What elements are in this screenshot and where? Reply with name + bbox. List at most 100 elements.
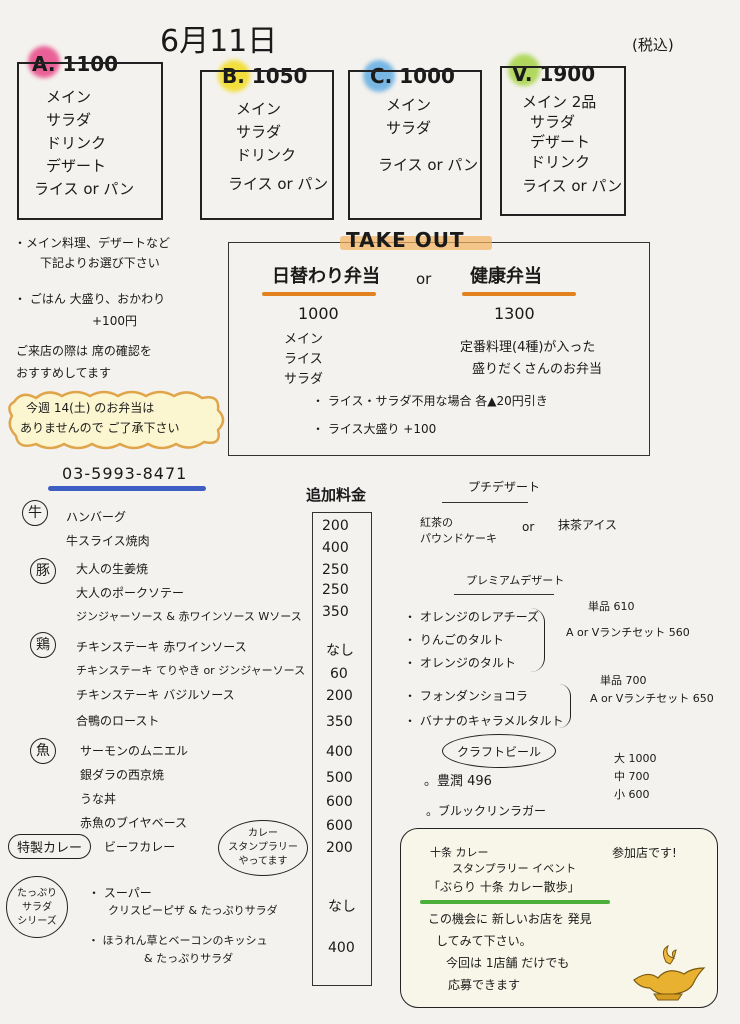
- list-item: ・ りんごのタルト: [404, 633, 504, 647]
- takeout-title: TAKE OUT: [346, 228, 465, 252]
- event-title: 「ぶらり 十条 カレー散歩」: [428, 880, 580, 894]
- menu-item-name: うな丼: [80, 792, 117, 806]
- salad2-name: ・ ほうれん草とベーコンのキッシュ: [88, 934, 268, 947]
- list-item: サラダ: [284, 372, 324, 387]
- list-item: サラダ: [530, 113, 576, 131]
- menu-item-fee: 600: [326, 794, 353, 810]
- bento1-name: 日替わり弁当: [272, 266, 380, 287]
- list-item: メイン: [386, 96, 432, 114]
- bento2-price: 1300: [494, 304, 535, 323]
- menu-item-name: チキンステーキ てりやき or ジンジャーソース: [76, 664, 306, 677]
- set-b-label: B. 1050: [222, 64, 308, 88]
- list-item: メイン: [46, 88, 92, 106]
- takeout-option-1: ・ ライス・サラダ不用な場合 各▲20円引き: [312, 394, 548, 408]
- salad2-name-2: & たっぷりサラダ: [144, 952, 234, 965]
- salad1-name-2: クリスピーピザ & たっぷりサラダ: [108, 904, 278, 917]
- list-item: ライス or パン: [228, 175, 329, 193]
- bento2-desc-1: 定番料理(4種)が入った: [460, 340, 596, 355]
- takeout-or: or: [416, 270, 432, 288]
- petit-item-1b: パウンドケーキ: [420, 532, 497, 545]
- list-item: ・ オレンジのレアチーズ: [404, 610, 539, 624]
- event-joining: 参加店です!: [612, 846, 677, 860]
- petit-dessert-title: プチデザート: [468, 480, 541, 494]
- list-item: ・ オレンジのタルト: [404, 656, 516, 670]
- list-item: デザート: [46, 157, 107, 175]
- list-item: メイン 2品: [522, 93, 597, 111]
- list-item: サラダ: [46, 111, 92, 129]
- set-c-items: メイン サラダ ライス or パン: [378, 94, 478, 177]
- menu-item-fee: 500: [326, 770, 353, 786]
- menu-item-name: 銀ダラの西京焼: [80, 768, 165, 782]
- event-line-7: 応募できます: [448, 978, 521, 992]
- list-item: ライス: [284, 352, 323, 367]
- fee-column: [312, 512, 372, 986]
- list-item: ドリンク: [530, 153, 591, 171]
- list-item: ドリンク: [236, 146, 297, 164]
- takeout-option-2: ・ ライス大盛り +100: [312, 422, 437, 436]
- menu-item-fee: なし: [328, 899, 356, 915]
- menu-item-name: チキンステーキ 赤ワインソース: [76, 640, 247, 654]
- badge-pork: 豚: [30, 558, 56, 584]
- salad-badge-line: サラダ: [22, 902, 52, 913]
- menu-item-fee: 400: [328, 940, 355, 956]
- list-item: メイン: [236, 100, 282, 118]
- craft-beer-title-text: クラフトビール: [456, 745, 541, 759]
- premium-group-2: ・ フォンダンショコラ ・ バナナのキャラメルタルト: [404, 684, 563, 734]
- set-c-box: [348, 70, 482, 220]
- craft-beer-title: クラフトビール: [442, 734, 556, 768]
- group1-set-price: A or Vランチセット 560: [566, 626, 690, 639]
- group2-bracket: [558, 684, 571, 728]
- menu-item-name: ビーフカレー: [104, 840, 176, 854]
- set-c-color-dot: [363, 60, 395, 92]
- badge-curry: 特製カレー: [8, 834, 92, 859]
- menu-item-fee: なし: [326, 643, 354, 659]
- fee-header: 追加料金: [306, 486, 367, 504]
- menu-item-name: 大人のポークソテー: [76, 586, 185, 600]
- menu-item-fee: 250: [322, 582, 349, 598]
- menu-item-name: ジンジャーソース & 赤ワインソース Wソース: [76, 610, 302, 623]
- set-a-items: メイン サラダ ドリンク デザート ライス or パン: [34, 86, 134, 201]
- phone-number: 03-5993-8471: [62, 464, 188, 483]
- bento2-name: 健康弁当: [470, 266, 542, 287]
- curry-bubble-line: カレー: [248, 828, 278, 839]
- list-item: メイン: [284, 332, 324, 347]
- curry-bubble-line: スタンプラリー: [228, 842, 298, 853]
- set-c-label: C. 1000: [370, 64, 455, 88]
- event-line-5: してみて下さい。: [436, 934, 532, 948]
- phone-underline: [48, 486, 206, 491]
- menu-item-name: 赤魚のブイヤベース: [80, 816, 188, 830]
- set-v-box: [500, 66, 626, 216]
- list-item: サラダ: [236, 123, 282, 141]
- premium-dessert-underline: [454, 594, 554, 595]
- group1-single-price: 単品 610: [588, 600, 635, 613]
- list-item: ドリンク: [46, 134, 107, 152]
- event-title-underline: [420, 900, 610, 904]
- set-b-color-dot: [218, 60, 250, 92]
- magic-lamp-icon: [633, 944, 706, 1001]
- menu-item-name: 大人の生姜焼: [76, 562, 149, 576]
- beer-size-medium: 中 700: [614, 770, 650, 783]
- list-item: サラダ: [386, 119, 432, 137]
- set-a-label: A. 1100: [32, 52, 119, 76]
- menu-item-fee: 250: [322, 562, 349, 578]
- curry-bubble-line: やってます: [238, 856, 288, 867]
- bento2-underline: [462, 292, 576, 296]
- tax-note: (税込): [632, 36, 674, 54]
- petit-item-1: 紅茶の: [420, 516, 453, 529]
- badge-beef: 牛: [22, 500, 48, 526]
- note-main-choice-2: 下記よりお選び下さい: [40, 256, 160, 270]
- menu-item-name: ハンバーグ: [66, 510, 127, 524]
- notice-bubble: [8, 390, 225, 450]
- menu-item-fee: 200: [326, 840, 353, 856]
- salad-badge-line: シリーズ: [17, 916, 57, 927]
- set-b-box: [200, 70, 334, 220]
- menu-item-name: 合鴨のロースト: [76, 714, 160, 728]
- note-rice-refill-price: +100円: [92, 314, 137, 328]
- set-v-items: メイン 2品 サラダ デザート ドリンク ライス or パン: [522, 92, 622, 196]
- petit-or: or: [522, 520, 535, 534]
- event-line-1: 十条 カレー: [430, 846, 489, 859]
- group2-single-price: 単品 700: [600, 674, 647, 687]
- note-main-choice: ・メイン料理、デザートなど: [14, 236, 171, 250]
- menu-item-fee: 350: [326, 714, 353, 730]
- set-a-box: [17, 62, 163, 220]
